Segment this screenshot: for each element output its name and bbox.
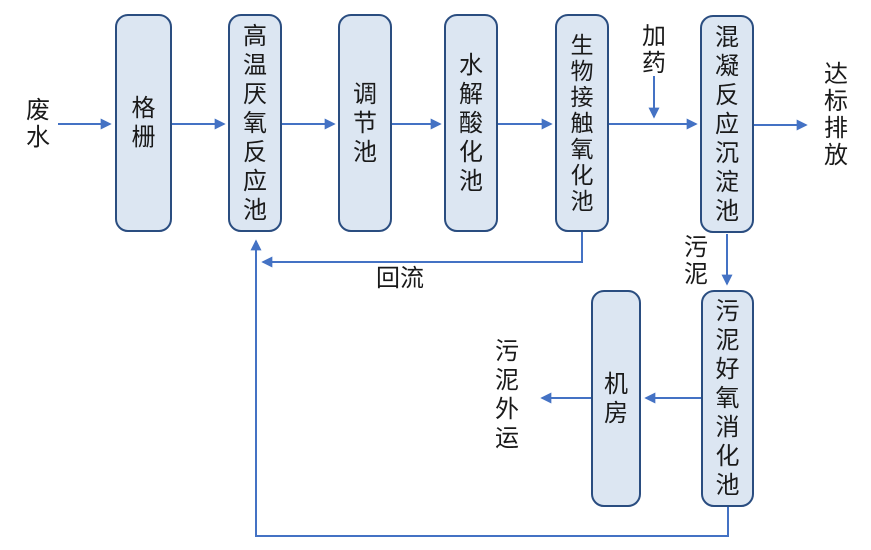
discharge-label: 达标排放 [824,61,848,169]
reflux-label: 回流 [376,265,424,292]
node-coagulation-sedimentation-tank: 混凝反应沉淀池 [700,15,754,233]
sludge-label: 污泥 [684,234,708,288]
node-sludge-aerobic-digestion-tank-label: 污泥好氧消化池 [715,298,740,499]
node-grille-label: 格栅 [131,95,156,151]
node-hydrolysis-acidification-tank-label: 水解酸化池 [459,51,483,195]
node-high-temp-anaerobic-tank-label: 高温厌氧反应池 [243,22,267,224]
influent-label: 废水 [26,97,50,151]
node-hydrolysis-acidification-tank: 水解酸化池 [444,14,498,232]
node-machine-room: 机房 [591,290,641,507]
node-machine-room-label: 机房 [604,370,628,427]
node-coagulation-sedimentation-tank-label: 混凝反应沉淀池 [715,23,739,225]
reflux-line-arrow [261,232,583,268]
node-regulating-tank-label: 调节池 [353,80,377,166]
node-bio-contact-oxidation-tank-label: 生物接触氧化池 [570,32,594,214]
sludge-out-label: 污泥外运 [495,338,519,452]
node-high-temp-anaerobic-tank: 高温厌氧反应池 [228,14,282,232]
node-regulating-tank: 调节池 [338,14,392,232]
dosing-label: 加药 [642,23,666,77]
node-sludge-aerobic-digestion-tank: 污泥好氧消化池 [701,290,754,507]
node-grille: 格栅 [115,14,172,232]
node-bio-contact-oxidation-tank: 生物接触氧化池 [555,14,609,232]
bottom-return-line-arrow [250,239,729,537]
